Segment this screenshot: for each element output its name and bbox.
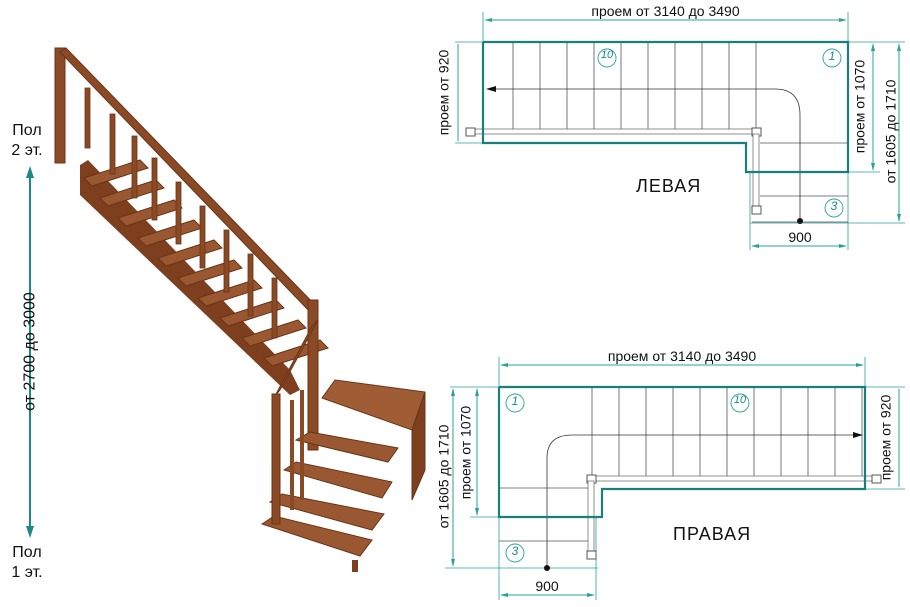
plan-right-opening-depth-right: проем от 920 (877, 394, 894, 481)
plan-left-flight-width: 900 (788, 229, 812, 245)
plan-left-step-top: 10 (600, 49, 614, 61)
plan-right-title: ПРАВАЯ (673, 524, 752, 544)
plan-right-opening-depth-left: проем от 1070 (457, 405, 474, 500)
floor-2-label-line1: Пол (12, 122, 42, 139)
floor-1-label-line1: Пол (12, 544, 42, 561)
plan-right-total-depth: от 1605 до 1710 (435, 424, 452, 529)
plan-left-step-first: 1 (828, 49, 836, 63)
plan-right-step-turn: 3 (511, 544, 519, 558)
floor-1-label: Пол 1 эт. (2, 543, 52, 583)
floor-1-label-line2: 1 эт. (11, 564, 43, 581)
plan-left-opening-width: проем от 3140 до 3490 (591, 3, 740, 19)
plan-right-opening-width: проем от 3140 до 3490 (607, 348, 757, 364)
plan-left-title: ЛЕВАЯ (636, 176, 702, 196)
plan-right-flight-width: 900 (535, 578, 559, 594)
plan-right-step-top: 10 (733, 394, 747, 406)
plan-right-step-first: 1 (511, 394, 519, 408)
floor-2-label: Пол 2 эт. (2, 121, 52, 161)
floor-2-label-line2: 2 эт. (11, 142, 43, 159)
plan-left-step-turn: 3 (830, 199, 838, 213)
